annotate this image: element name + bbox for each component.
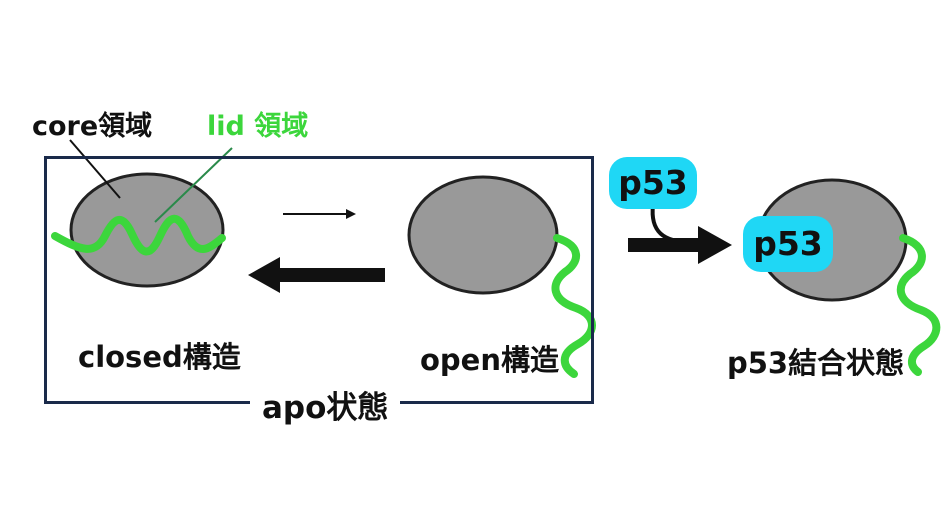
- reverse-arrow-head: [248, 257, 280, 293]
- free-p53-label: p53: [618, 163, 688, 202]
- closed-core-domain: [69, 172, 225, 288]
- core-pointer-line: [69, 139, 121, 199]
- bound-p53-tag: p53: [743, 216, 833, 272]
- free-p53-tag: p53: [609, 157, 697, 209]
- closed-lid-domain: [51, 214, 226, 256]
- core-domain-label: core領域: [32, 111, 153, 142]
- binding-arrow-shaft: [628, 238, 702, 252]
- forward-arrow-head: [346, 209, 356, 219]
- bound-lid-domain: [896, 234, 941, 376]
- p53-bound-state-label: p53結合状態: [727, 346, 905, 380]
- open-structure-label: open構造: [420, 343, 559, 377]
- apo-state-label: apo状態: [250, 382, 401, 427]
- open-lid-domain: [551, 234, 596, 378]
- binding-arrow-head: [698, 226, 732, 264]
- lid-pointer-line: [154, 147, 233, 223]
- bound-p53-label: p53: [753, 224, 823, 263]
- lid-domain-label: lid 領域: [207, 111, 309, 142]
- p53-binding-curve: [650, 204, 691, 244]
- closed-structure-label: closed構造: [78, 340, 241, 374]
- reverse-arrow-shaft: [275, 268, 385, 282]
